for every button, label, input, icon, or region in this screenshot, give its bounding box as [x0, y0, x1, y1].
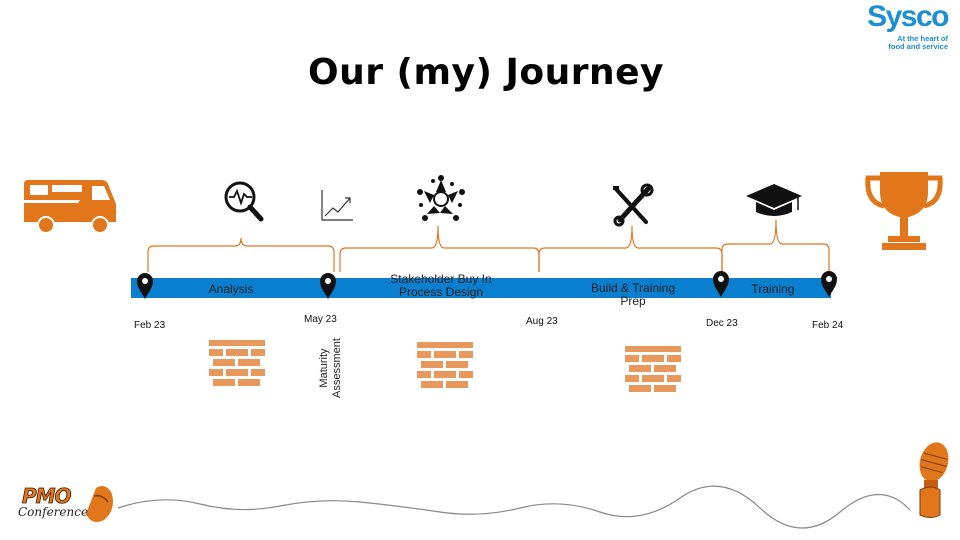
phase-build-label: Build & Training Prep [578, 282, 688, 308]
map-pin-icon [320, 273, 336, 299]
pmo-logo-line1: PMO [22, 484, 72, 508]
date-label: Feb 24 [812, 320, 844, 331]
phase-stakeholder-line2: Process Design [398, 285, 484, 299]
date-label: Aug 23 [526, 316, 558, 327]
pmo-logo-line2: Conference [18, 505, 89, 519]
brand-tagline: At the heart of food and service [867, 35, 948, 51]
trophy-icon [865, 172, 943, 250]
map-pin-icon [821, 271, 837, 297]
brick-wall-icon [209, 340, 265, 386]
phase-stakeholder-label: Stakeholder Buy In Process Design [376, 273, 506, 299]
date-label: Dec 23 [706, 318, 738, 329]
brace-analysis [147, 237, 335, 272]
brand-name: Sysco [867, 0, 949, 33]
brick-wall-icon [417, 342, 473, 388]
slide-title: Our (my) Journey [308, 52, 664, 93]
maturity-assessment-label: Maturity Assessment [312, 337, 348, 409]
brick-wall-icon [625, 346, 681, 392]
team-hands-icon [417, 175, 465, 221]
brand-tagline-line2: food and service [888, 42, 948, 51]
phase-stakeholder-line1: Stakeholder Buy In [390, 272, 492, 286]
brand-logo: Sysco At the heart of food and service [867, 0, 949, 51]
tools-icon [613, 183, 654, 227]
timeline-bar [131, 278, 831, 298]
magnifier-pulse-icon [224, 181, 264, 222]
microphone-icon [919, 442, 949, 518]
timeline-pins [137, 271, 837, 299]
phase-training-label: Training [751, 282, 795, 296]
map-pin-icon [713, 271, 729, 297]
brand-tagline-line1: At the heart of [897, 34, 948, 43]
graduation-cap-icon [746, 184, 802, 216]
pmo-conference-logo-mark [86, 486, 113, 522]
phase-braces [147, 219, 830, 272]
map-pin-icon [137, 273, 153, 299]
phase-analysis-label: Analysis [208, 282, 254, 296]
date-label: May 23 [304, 314, 337, 325]
rv-camper-icon [24, 180, 116, 234]
phase-build-line2: Prep [620, 294, 646, 308]
pmo-conference-logo: PMO Conference [18, 484, 112, 519]
maturity-line1: Maturity [318, 348, 330, 388]
phase-build-line1: Build & Training [590, 281, 676, 295]
brace-training [721, 219, 830, 272]
wavy-line [117, 485, 911, 529]
line-chart-icon [321, 190, 353, 221]
date-label: Feb 23 [134, 320, 166, 331]
brace-stakeholder [339, 225, 540, 272]
maturity-line2: Assessment [331, 338, 343, 398]
brace-build [538, 225, 723, 272]
